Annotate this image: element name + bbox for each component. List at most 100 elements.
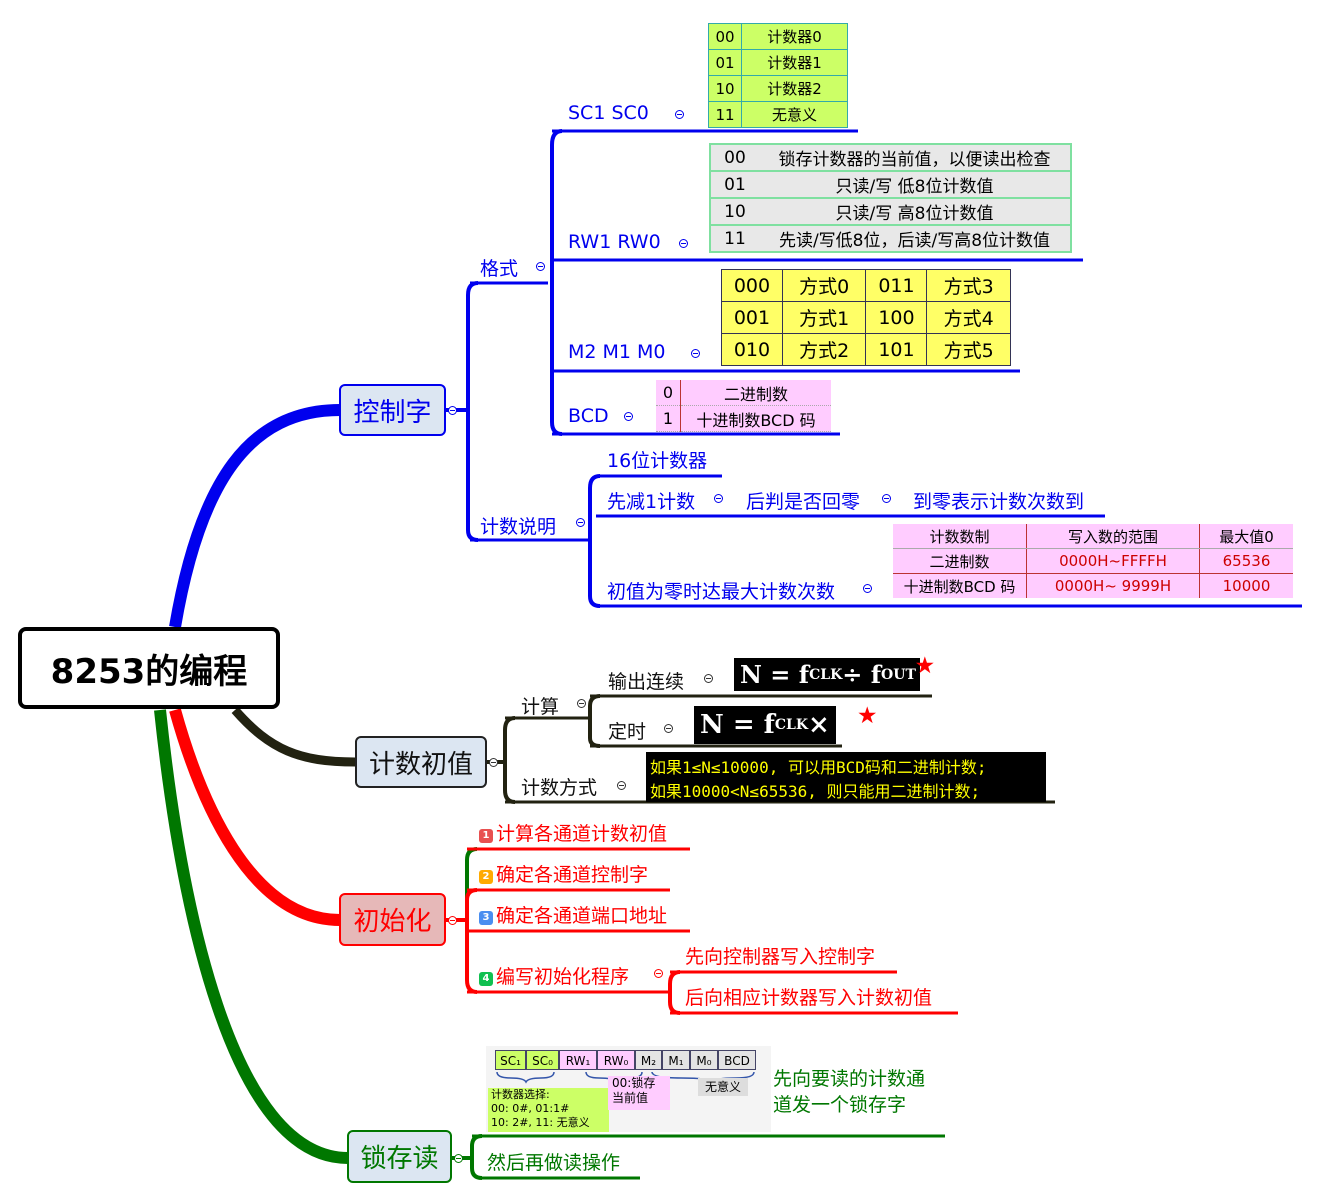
topic-max-count-when-zero[interactable]: 初值为零时达最大计数次数	[607, 581, 836, 603]
topic-rw1-rw0[interactable]: RW1 RW0	[568, 231, 661, 253]
topic-16bit-counter[interactable]: 16位计数器	[607, 450, 708, 472]
latch-step-2[interactable]: 然后再做读操作	[487, 1152, 621, 1174]
collapse-toggle-rw[interactable]	[679, 239, 688, 248]
step-text: 确定各通道控制字	[496, 864, 649, 886]
init-substep-1[interactable]: 先向控制器写入控制字	[685, 946, 876, 968]
cell: 10	[710, 197, 759, 226]
step-text: 确定各通道端口地址	[496, 905, 668, 927]
column-header: 最大值0	[1199, 524, 1293, 549]
cell: 计数器0	[741, 23, 848, 50]
collapse-toggle-bcd[interactable]	[624, 412, 633, 421]
note-line: 如果1≤N≤10000, 可以用BCD码和二进制计数;	[650, 758, 987, 777]
cell: 方式5	[926, 333, 1011, 366]
collapse-toggle-mode[interactable]	[691, 349, 700, 358]
topic-check-zero[interactable]: 后判是否回零	[746, 491, 861, 513]
cell: 只读/写 高8位计数值	[759, 197, 1071, 226]
step-text: 计算各通道计数初值	[496, 823, 668, 845]
init-substep-2[interactable]: 后向相应计数器写入计数初值	[685, 987, 933, 1009]
collapse-toggle-timing[interactable]	[664, 724, 673, 733]
cell: 方式2	[781, 333, 867, 366]
count-range-table: 计数数制 写入数的范围 最大值0 二进制数 0000H~FFFFH 65536 …	[893, 524, 1293, 598]
cell: 锁存计数器的当前值，以便读出检查	[759, 143, 1071, 172]
topic-m2-m1-m0[interactable]: M2 M1 M0	[568, 341, 666, 363]
collapse-toggle-count-mode[interactable]	[617, 781, 626, 790]
cell: 方式0	[781, 269, 867, 302]
topic-init[interactable]: 初始化	[339, 893, 446, 946]
bit-bcd: BCD	[718, 1050, 756, 1070]
topic-latch-read[interactable]: 锁存读	[347, 1130, 452, 1183]
priority-2-icon: 2	[479, 870, 493, 884]
cell: 0	[656, 380, 681, 406]
cell: 二进制数	[680, 380, 831, 406]
collapse-toggle-continuous[interactable]	[704, 674, 713, 683]
step-line: 先向要读的计数通	[773, 1068, 926, 1090]
cell: 十进制数BCD 码	[893, 573, 1027, 598]
cell: 010	[721, 333, 783, 366]
cell: 二进制数	[893, 548, 1027, 574]
collapse-toggle-control-word[interactable]	[448, 406, 457, 415]
topic-decrement-first[interactable]: 先减1计数	[607, 491, 696, 513]
cell: 0000H~FFFFH	[1026, 548, 1200, 574]
sc-note: 计数器选择: 00: 0#, 01:1# 10: 2#, 11: 无意义	[488, 1088, 609, 1132]
topic-sc1-sc0[interactable]: SC1 SC0	[568, 102, 649, 124]
note-line: 10: 2#, 11: 无意义	[491, 1116, 590, 1129]
topic-count-desc[interactable]: 计数说明	[480, 516, 557, 538]
topic-continuous-output[interactable]: 输出连续	[608, 671, 685, 693]
topic-calc[interactable]: 计算	[521, 696, 560, 718]
note-line: 如果10000<N≤65536, 则只能用二进制计数;	[650, 782, 981, 801]
topic-count-mode[interactable]: 计数方式	[521, 777, 598, 799]
note-line: 00:锁存	[612, 1076, 656, 1090]
cell: 00	[708, 23, 742, 50]
collapse-toggle-decrement[interactable]	[714, 494, 723, 503]
cell: 方式3	[926, 269, 1011, 302]
topic-initial-value[interactable]: 计数初值	[355, 736, 487, 788]
cell: 65536	[1199, 548, 1293, 574]
cell: 方式1	[781, 301, 867, 334]
cell: 只读/写 低8位计数值	[759, 170, 1071, 199]
topic-format[interactable]: 格式	[480, 258, 519, 280]
collapse-toggle-sc[interactable]	[675, 110, 684, 119]
bit-sc0: SC₀	[526, 1050, 559, 1070]
cell: 十进制数BCD 码	[680, 405, 831, 432]
collapse-toggle-initial-value[interactable]	[489, 758, 498, 767]
collapse-toggle-write-program[interactable]	[654, 969, 663, 978]
step-text: 编写初始化程序	[496, 966, 630, 988]
cell: 00	[710, 143, 759, 172]
collapse-toggle-check-zero[interactable]	[882, 494, 891, 503]
note-line: 00: 0#, 01:1#	[491, 1102, 570, 1115]
collapse-toggle-calc[interactable]	[577, 699, 586, 708]
star-icon: ★	[915, 652, 934, 677]
cell: 101	[865, 333, 928, 366]
topic-timing[interactable]: 定时	[608, 721, 647, 743]
latch-step-1[interactable]: 先向要读的计数通 道发一个锁存字	[773, 1066, 925, 1118]
formula-text: ÷ f	[842, 660, 882, 689]
root-topic[interactable]: 8253的编程	[18, 627, 280, 709]
collapse-toggle-latch-read[interactable]	[454, 1154, 463, 1163]
formula-text: × T	[808, 710, 859, 740]
topic-zero-means-done[interactable]: 到零表示计数次数到	[913, 491, 1085, 513]
table-header-row: 计数数制 写入数的范围 最大值0	[893, 524, 1293, 549]
bit-m2: M₂	[635, 1050, 662, 1070]
priority-4-icon: 4	[479, 972, 493, 986]
collapse-toggle-format[interactable]	[536, 262, 545, 271]
topic-control-word[interactable]: 控制字	[339, 384, 446, 436]
topic-bcd[interactable]: BCD	[568, 405, 609, 427]
formula-text: N = f	[740, 660, 810, 689]
collapse-toggle-init[interactable]	[448, 916, 457, 925]
cell: 1	[656, 405, 681, 432]
collapse-toggle-count-desc[interactable]	[576, 518, 585, 527]
collapse-toggle-max-count[interactable]	[863, 584, 872, 593]
